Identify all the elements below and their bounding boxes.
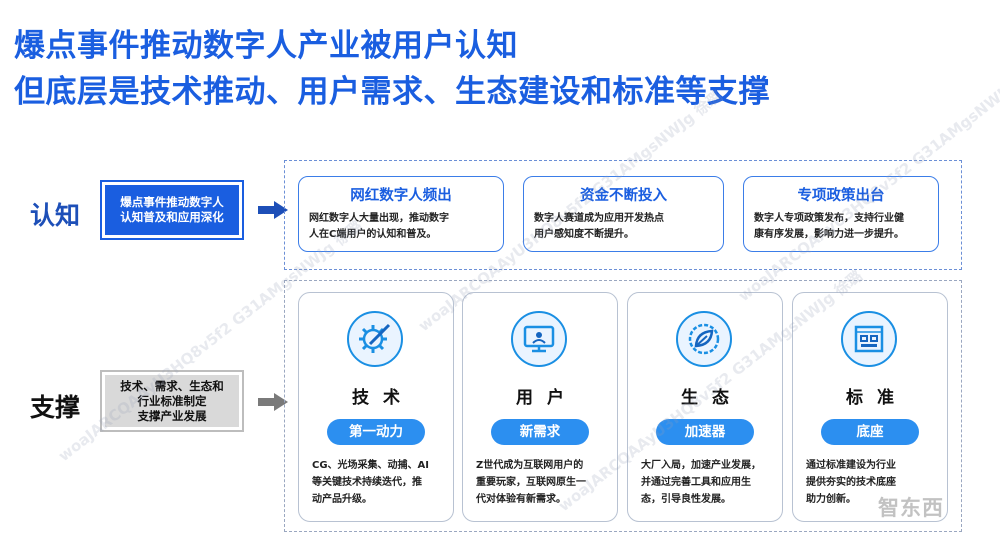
cognition-row-label: 认知 — [30, 201, 81, 230]
support-pillar-ecosystem: 生态 加速器 大厂入局，加速产业发展， 并通过完善工具和应用生 态，引导良性发展… — [627, 292, 783, 522]
cognition-card-text: 网红数字人大量出现，推动数字 — [309, 213, 449, 224]
support-pillar-standards: 标准 底座 通过标准建设为行业 提供夯实的技术底座 助力创新。 — [792, 292, 948, 522]
arrow-right-icon — [258, 393, 288, 411]
pillar-desc-line: 通过标准建设为行业 — [806, 460, 896, 471]
cognition-card-text: 数字人专项政策发布，支持行业健 — [754, 213, 904, 224]
pillar-desc-line: 大厂入局，加速产业发展， — [641, 460, 761, 471]
cognition-card-text: 康有序发展，影响力进一步提升。 — [754, 229, 904, 240]
cognition-card-title: 资金不断投入 — [580, 188, 667, 204]
support-pillar-technology: 技术 第一动力 CG、光场采集、动捕、AI 等关键技术持续迭代，推 动产品升级。 — [298, 292, 454, 522]
pillar-name: 生态 — [681, 388, 743, 408]
cognition-card: 专项政策出台 数字人专项政策发布，支持行业健 康有序发展，影响力进一步提升。 — [743, 176, 939, 252]
support-summary-line: 行业标准制定 — [137, 393, 207, 408]
cognition-summary-box: 爆点事件推动数字人 认知普及和应用深化 — [100, 180, 244, 240]
pillar-tag: 底座 — [821, 419, 919, 445]
cognition-summary-line: 认知普及和应用深化 — [120, 210, 224, 224]
cognition-summary-line: 爆点事件推动数字人 — [120, 195, 224, 209]
arrow-right-icon — [258, 201, 288, 219]
cognition-frame — [284, 160, 962, 270]
support-row-label: 支撑 — [30, 393, 81, 422]
support-frame — [284, 280, 962, 532]
pillar-desc-line: 代对体验有新需求。 — [476, 494, 566, 505]
pillar-desc-line: 动产品升级。 — [312, 494, 372, 505]
pillar-tag: 第一动力 — [327, 419, 425, 445]
support-pillar-users: 用户 新需求 Z世代成为互联网用户的 重要玩家，互联网原生一 代对体验有新需求。 — [462, 292, 618, 522]
support-summary-line: 支撑产业发展 — [137, 408, 207, 423]
pillar-name: 用户 — [516, 388, 578, 408]
support-summary-line: 技术、需求、生态和 — [120, 378, 224, 393]
cognition-card-text: 用户感知度不断提升。 — [534, 229, 634, 240]
page-title-line-1: 爆点事件推动数字人产业被用户认知 — [14, 28, 518, 64]
cognition-card: 资金不断投入 数字人赛道成为应用开发热点 用户感知度不断提升。 — [523, 176, 724, 252]
leaf-badge-icon — [676, 311, 732, 367]
pillar-desc-line: 等关键技术持续迭代，推 — [312, 477, 422, 488]
pillar-tag: 加速器 — [656, 419, 754, 445]
pillar-name: 标准 — [846, 388, 908, 408]
cognition-card-title: 专项政策出台 — [797, 188, 885, 204]
cognition-card-text: 数字人赛道成为应用开发热点 — [534, 213, 664, 224]
pillar-desc-line: 助力创新。 — [806, 494, 856, 505]
pillar-desc-line: 重要玩家，互联网原生一 — [476, 477, 586, 488]
pillar-desc-line: 并通过完善工具和应用生 — [641, 477, 751, 488]
pillar-desc-line: 态，引导良性发展。 — [641, 494, 731, 505]
brand-logo: 智东西 — [878, 496, 944, 520]
pillar-tag: 新需求 — [491, 419, 589, 445]
cognition-card-text: 人在C端用户的认知和普及。 — [309, 229, 437, 240]
pillar-desc-line: 提供夯实的技术底座 — [806, 477, 896, 488]
cognition-card: 网红数字人频出 网红数字人大量出现，推动数字 人在C端用户的认知和普及。 — [298, 176, 504, 252]
pillar-desc-line: CG、光场采集、动捕、AI — [312, 460, 430, 471]
support-summary-box: 技术、需求、生态和 行业标准制定 支撑产业发展 — [100, 370, 244, 432]
blueprint-icon — [841, 311, 897, 367]
gear-pencil-icon — [347, 311, 403, 367]
page-title-line-2: 但底层是技术推动、用户需求、生态建设和标准等支撑 — [14, 74, 770, 110]
pillar-name: 技术 — [352, 388, 414, 408]
pillar-desc-line: Z世代成为互联网用户的 — [476, 460, 584, 471]
monitor-user-icon — [511, 311, 567, 367]
cognition-card-title: 网红数字人频出 — [350, 188, 452, 204]
